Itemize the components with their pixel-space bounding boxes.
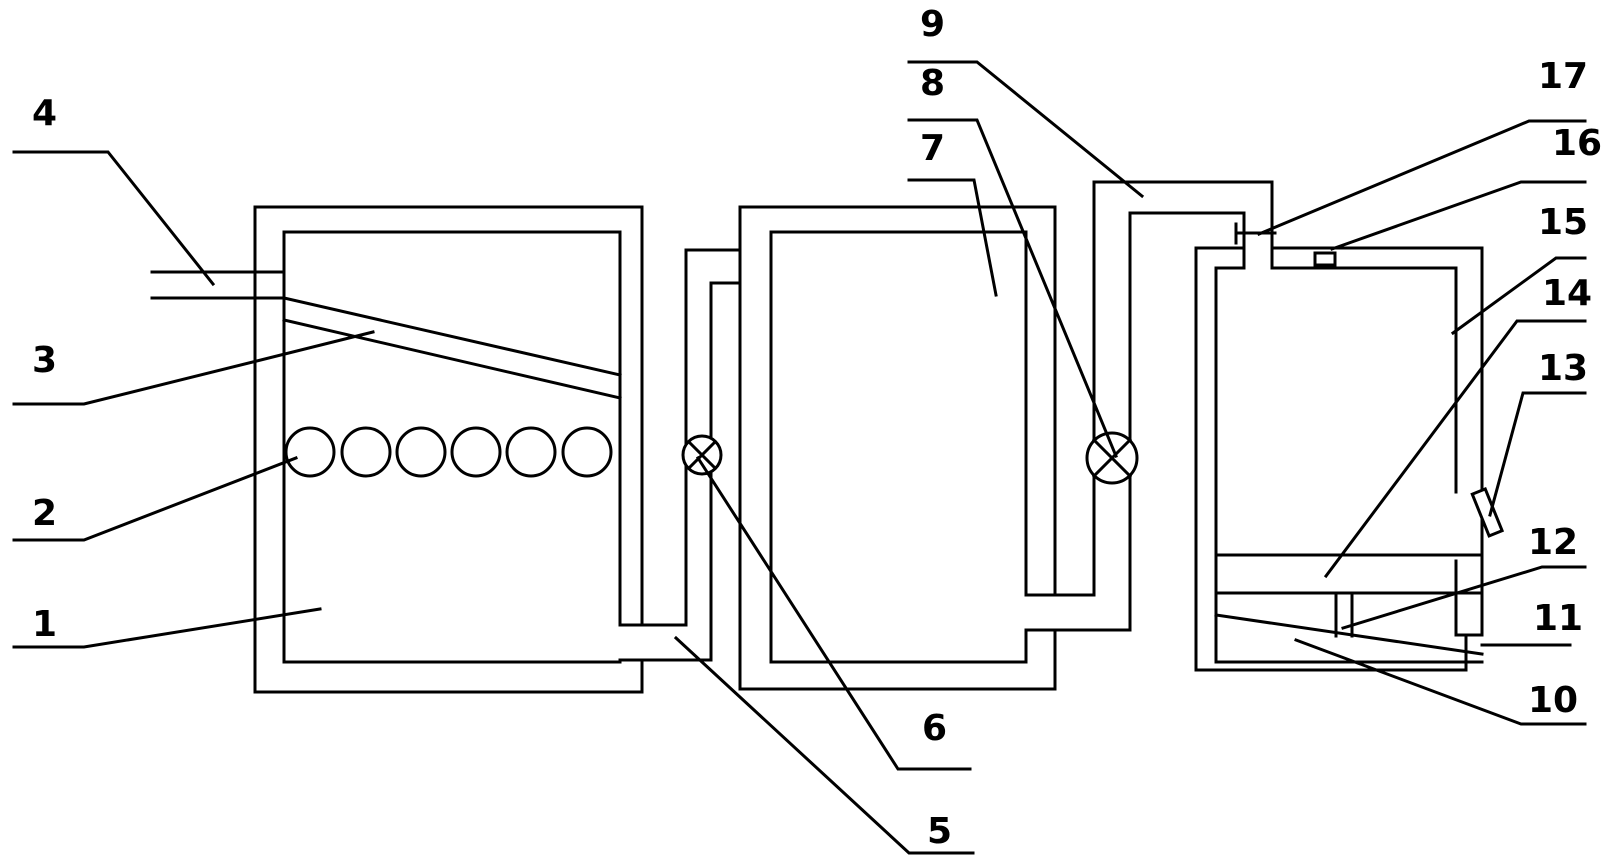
valve-8 <box>1085 431 1139 485</box>
label-15: 15 <box>1538 202 1588 243</box>
label-5: 5 <box>927 811 952 852</box>
piston-plate <box>1214 553 1484 595</box>
label-17: 17 <box>1538 56 1588 97</box>
connecting-pipe-9 <box>1024 180 1274 632</box>
inlet-pipe <box>150 270 286 300</box>
sensor-16 <box>1313 251 1337 267</box>
label-9: 9 <box>920 4 945 45</box>
label-6: 6 <box>922 708 947 749</box>
label-8: 8 <box>920 63 945 104</box>
nozzle-17 <box>1234 222 1277 245</box>
label-13: 13 <box>1538 348 1588 389</box>
aeration-balls <box>284 426 613 478</box>
label-12: 12 <box>1528 522 1578 563</box>
inclined-bottom <box>1214 613 1484 656</box>
label-2: 2 <box>32 493 57 534</box>
tank-1 <box>253 205 644 694</box>
handle-13 <box>1470 487 1505 538</box>
leader-lines <box>12 60 1587 855</box>
label-4: 4 <box>32 93 57 134</box>
label-1: 1 <box>32 604 57 645</box>
label-14: 14 <box>1542 273 1592 314</box>
valve-6 <box>681 434 723 476</box>
label-11: 11 <box>1533 598 1583 639</box>
label-16: 16 <box>1552 123 1602 164</box>
label-10: 10 <box>1528 680 1578 721</box>
inclined-plate <box>282 296 622 400</box>
tank-7 <box>738 205 1057 691</box>
support-rod <box>1334 591 1354 638</box>
label-3: 3 <box>32 340 57 381</box>
tank-15 <box>1194 246 1484 672</box>
part-labels: 1 2 3 4 5 6 7 8 9 10 11 12 13 14 15 16 1… <box>32 4 1602 852</box>
label-7: 7 <box>920 128 945 169</box>
